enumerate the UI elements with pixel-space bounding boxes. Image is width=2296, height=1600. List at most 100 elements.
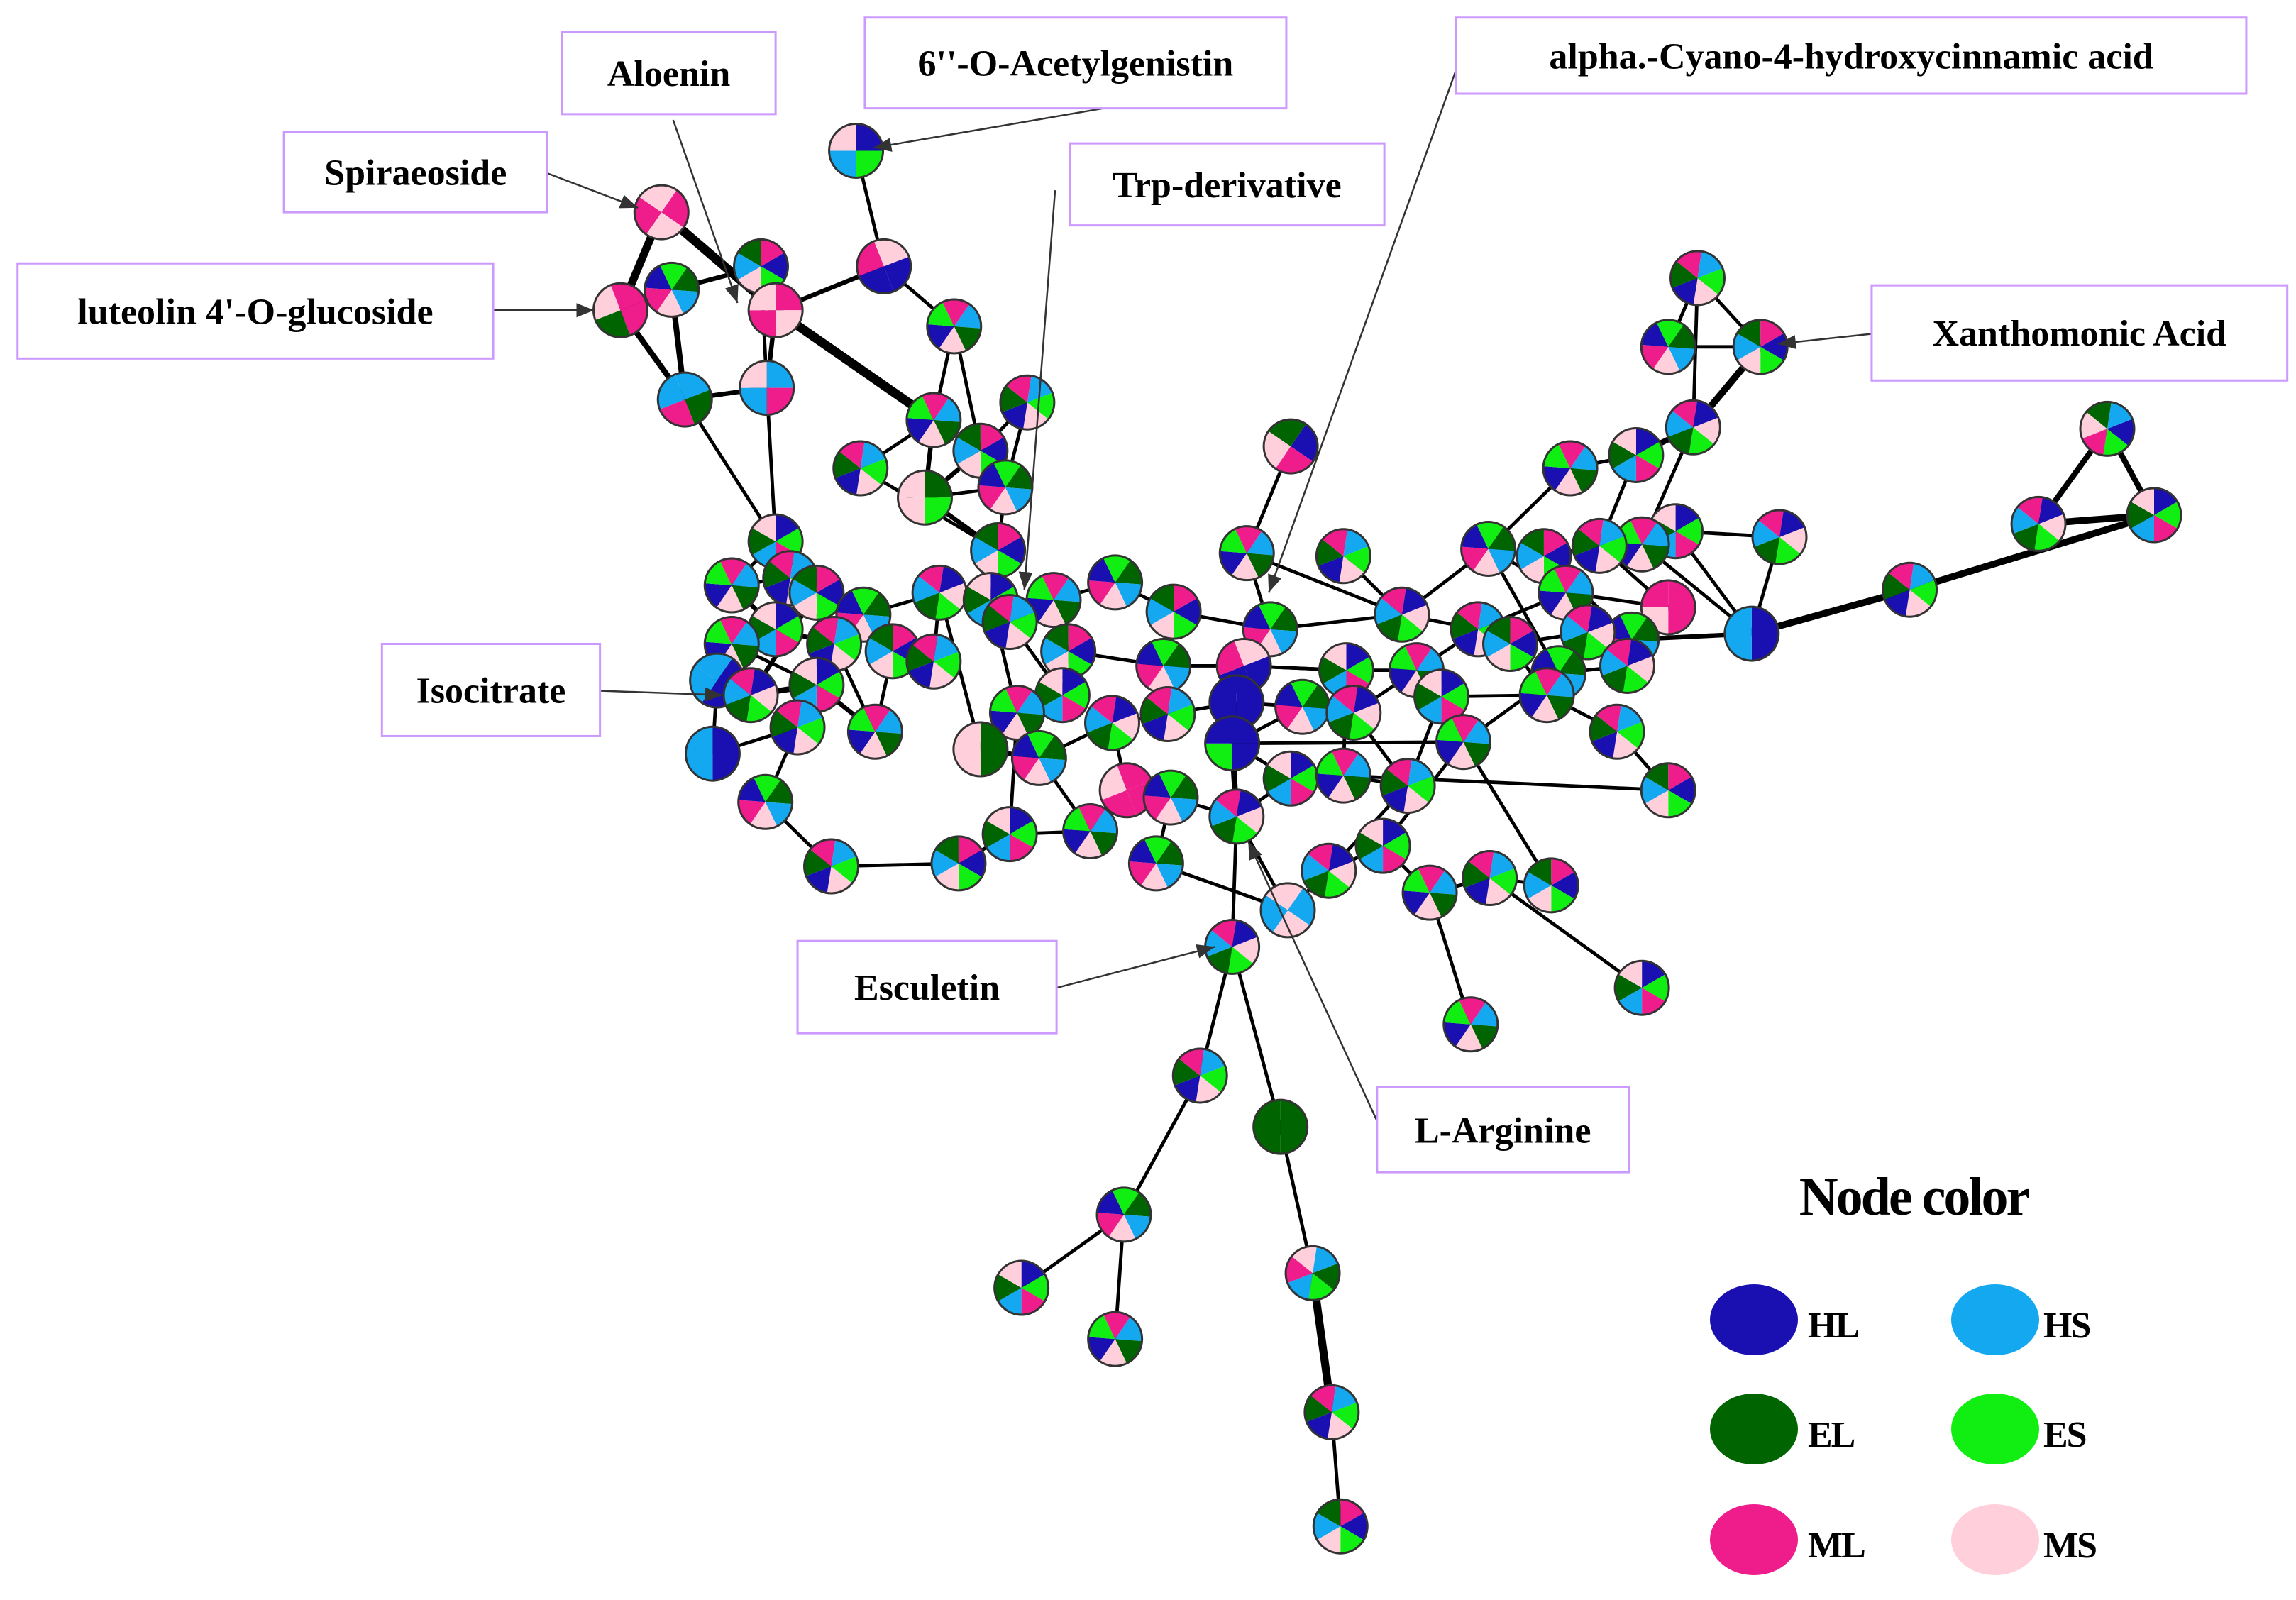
- pie-node[interactable]: [952, 721, 1009, 778]
- pie-node[interactable]: [1560, 604, 1616, 661]
- pie-node[interactable]: [737, 773, 794, 830]
- pie-node[interactable]: [1608, 426, 1665, 483]
- pie-node[interactable]: [1303, 1384, 1360, 1440]
- pie-node[interactable]: [1640, 579, 1696, 636]
- pie-node[interactable]: [1301, 842, 1357, 899]
- pie-node[interactable]: [1732, 319, 1789, 375]
- pie-node[interactable]: [1087, 554, 1144, 611]
- pie-slice: [1042, 573, 1069, 600]
- pie-node[interactable]: [1589, 703, 1645, 760]
- pie-node[interactable]: [905, 633, 962, 690]
- pie-node[interactable]: [1482, 616, 1538, 672]
- pie-node[interactable]: [1139, 686, 1196, 742]
- pie-node[interactable]: [1538, 564, 1594, 621]
- pie-node[interactable]: [1723, 605, 1780, 662]
- pie-node[interactable]: [803, 838, 859, 895]
- pie-slice: [1389, 668, 1417, 693]
- pie-node[interactable]: [993, 1259, 1050, 1316]
- pie-node[interactable]: [930, 835, 987, 892]
- pie-node[interactable]: [656, 371, 713, 428]
- pie-node[interactable]: [1413, 668, 1470, 725]
- pie-node[interactable]: [1010, 729, 1067, 786]
- pie-node[interactable]: [1669, 250, 1726, 307]
- pie-node[interactable]: [911, 564, 968, 621]
- pie-node[interactable]: [1252, 1098, 1309, 1155]
- pie-node[interactable]: [1542, 440, 1599, 497]
- pie-node[interactable]: [788, 564, 845, 621]
- pie-slice: [1758, 509, 1784, 537]
- pie-node[interactable]: [1354, 817, 1411, 874]
- pie-node[interactable]: [733, 238, 789, 294]
- pie-node[interactable]: [1274, 678, 1331, 735]
- pie-node[interactable]: [981, 594, 1038, 651]
- pie-node[interactable]: [1315, 747, 1371, 804]
- pie-node[interactable]: [1025, 572, 1082, 629]
- pie-node[interactable]: [1435, 714, 1491, 771]
- pie-node[interactable]: [1142, 769, 1199, 826]
- pie-node[interactable]: [644, 261, 700, 318]
- pie-node[interactable]: [2010, 495, 2067, 552]
- pie-node[interactable]: [703, 557, 760, 614]
- pie-node[interactable]: [2126, 487, 2182, 544]
- pie-node[interactable]: [1084, 695, 1140, 751]
- pie-node[interactable]: [722, 667, 779, 724]
- pie-node[interactable]: [1462, 850, 1518, 906]
- pie-node[interactable]: [1135, 637, 1192, 694]
- pie-node[interactable]: [1127, 835, 1184, 892]
- pie-node[interactable]: [1325, 684, 1382, 741]
- pie-node[interactable]: [981, 806, 1038, 863]
- pie-node[interactable]: [1518, 667, 1575, 724]
- pie-node[interactable]: [856, 238, 912, 294]
- pie-node[interactable]: [1460, 520, 1517, 577]
- pie-node[interactable]: [1571, 517, 1628, 574]
- pie-node[interactable]: [926, 298, 983, 355]
- pie-node[interactable]: [988, 684, 1045, 741]
- pie-node[interactable]: [1208, 788, 1265, 845]
- pie-node[interactable]: [1262, 418, 1319, 475]
- pie-node[interactable]: [806, 616, 863, 672]
- pie-node[interactable]: [1401, 864, 1458, 921]
- pie-node[interactable]: [1315, 528, 1371, 585]
- pie-node[interactable]: [2079, 400, 2136, 457]
- pie-node[interactable]: [897, 469, 953, 526]
- pie-node[interactable]: [1062, 803, 1119, 859]
- pie-node[interactable]: [633, 184, 690, 241]
- pie-node[interactable]: [1516, 528, 1572, 585]
- pie-node[interactable]: [1613, 959, 1670, 1016]
- pie-node[interactable]: [684, 725, 741, 782]
- pie-node[interactable]: [1145, 583, 1202, 640]
- pie-node[interactable]: [846, 703, 903, 760]
- pie-node[interactable]: [1242, 601, 1298, 658]
- pie-node[interactable]: [1665, 399, 1721, 456]
- pie-slice: [1143, 795, 1171, 820]
- pie-node[interactable]: [592, 282, 648, 338]
- pie-node[interactable]: [769, 699, 826, 756]
- pie-node[interactable]: [1640, 762, 1696, 819]
- pie-node[interactable]: [1204, 715, 1261, 772]
- pie-node[interactable]: [999, 374, 1056, 431]
- pie-slice: [1560, 615, 1588, 642]
- pie-node[interactable]: [1087, 1311, 1144, 1367]
- pie-node[interactable]: [1218, 525, 1275, 582]
- pie-node[interactable]: [970, 522, 1027, 578]
- pie-node[interactable]: [1262, 750, 1319, 807]
- pie-node[interactable]: [1599, 637, 1655, 694]
- pie-node[interactable]: [905, 392, 962, 448]
- pie-node[interactable]: [1523, 857, 1579, 914]
- pie-node[interactable]: [832, 440, 889, 497]
- pie-node[interactable]: [1882, 561, 1938, 618]
- pie-node[interactable]: [1171, 1047, 1228, 1104]
- pie-node[interactable]: [828, 122, 885, 179]
- pie-node[interactable]: [1312, 1498, 1369, 1555]
- pie-node[interactable]: [977, 459, 1034, 516]
- pie-node[interactable]: [1284, 1245, 1341, 1301]
- pie-node[interactable]: [1374, 586, 1430, 643]
- pie-node[interactable]: [747, 282, 804, 338]
- pie-node[interactable]: [739, 360, 795, 416]
- pie-node[interactable]: [1095, 1186, 1152, 1243]
- pie-node[interactable]: [1751, 509, 1808, 565]
- pie-node[interactable]: [1640, 319, 1696, 375]
- pie-node[interactable]: [1379, 758, 1436, 815]
- pie-node[interactable]: [1442, 996, 1499, 1053]
- pie-node[interactable]: [1259, 882, 1316, 939]
